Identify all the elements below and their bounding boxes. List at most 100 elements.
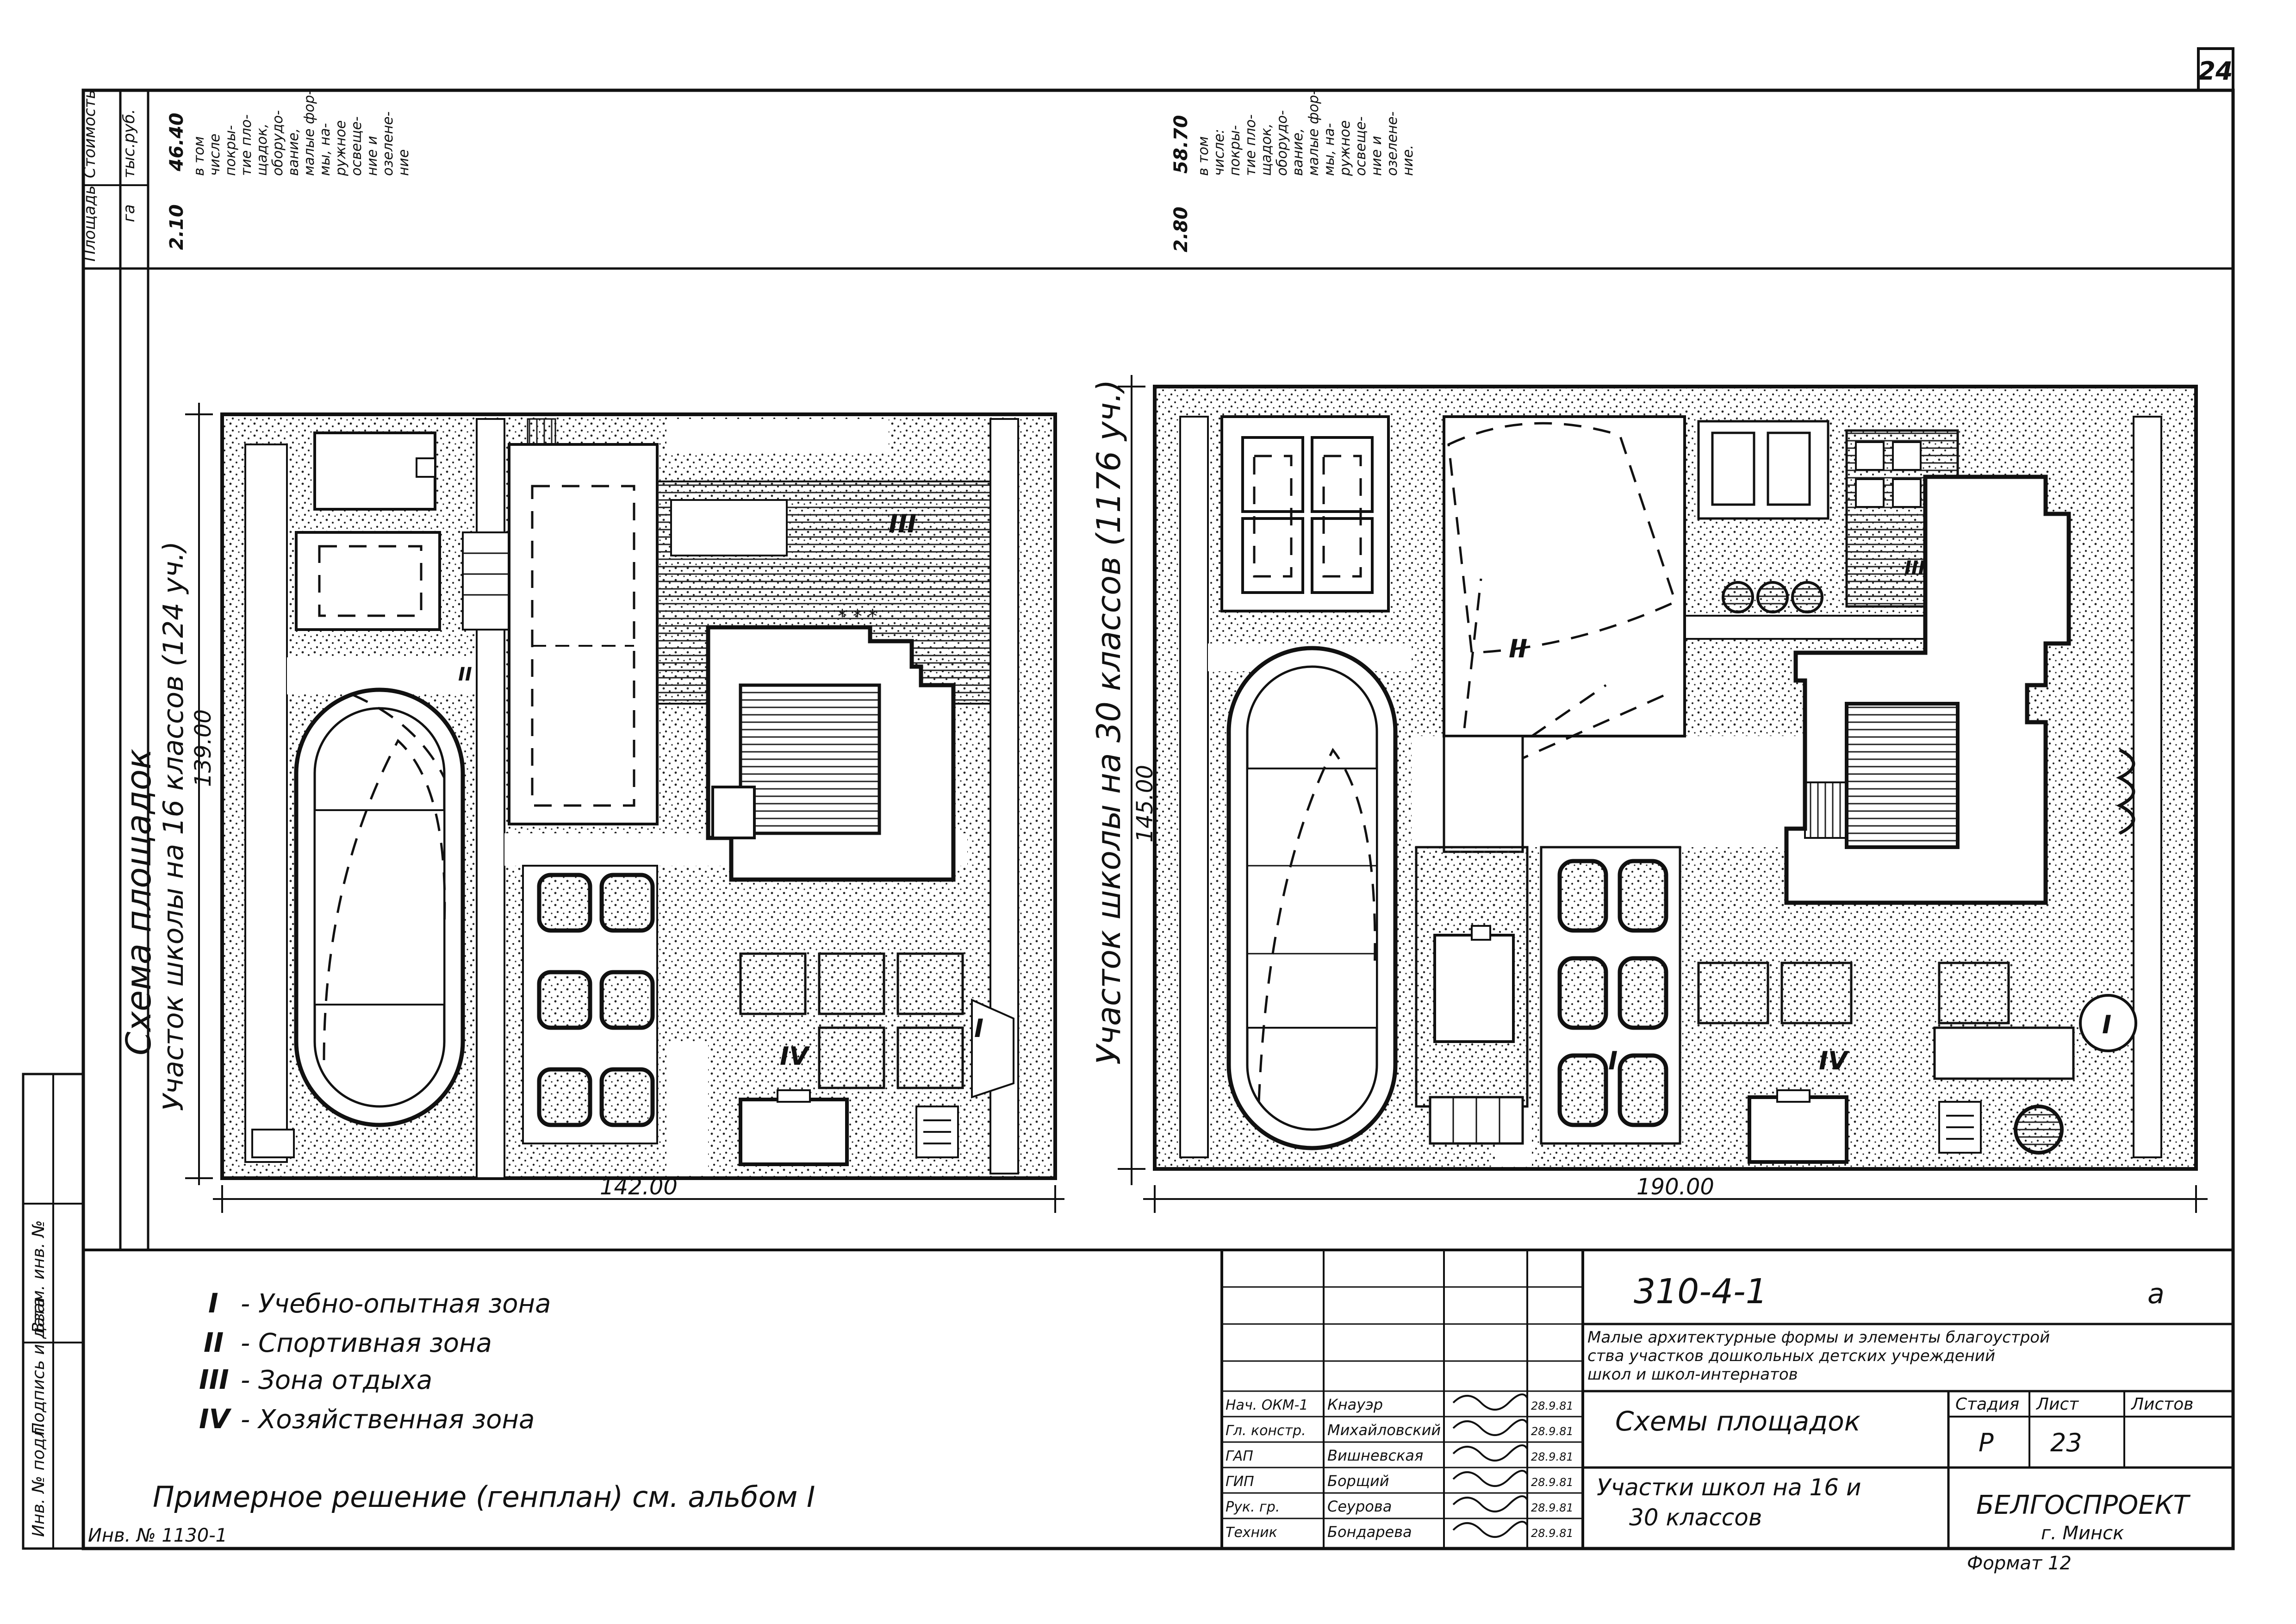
legend-mark-3: III <box>199 1364 229 1395</box>
row2-note-line: вание, <box>1290 128 1306 176</box>
row1-note-line: щадок, <box>254 124 270 176</box>
right-zone-mark-I-inner: I <box>1608 1046 1618 1075</box>
description-line-2: ства участков дошкольных детских учрежде… <box>1587 1347 1995 1365</box>
signature-name: Борщий <box>1327 1472 1389 1490</box>
sheet-subtitle-1: Участки школ на 16 и <box>1597 1474 1861 1501</box>
legend-text-1: - Учебно-опытная зона <box>241 1289 551 1319</box>
row1-note-line: мы, на- <box>317 123 333 176</box>
handwritten-signature <box>1452 1393 1528 1411</box>
row1-note-line: озелене- <box>380 112 396 176</box>
header-cost: Стоимость <box>81 90 99 178</box>
row1-note-line: малые фор- <box>301 90 317 176</box>
legend-mark-4: IV <box>199 1403 232 1435</box>
side-stamp-replace: Взам. инв. № <box>29 1220 48 1333</box>
organization-name: БЕЛГОСПРОЕКТ <box>1976 1490 2190 1520</box>
row2-note-line: ружное <box>1337 120 1353 176</box>
sheet-subtitle-2: 30 классов <box>1629 1504 1762 1531</box>
signature-name: Кнауэр <box>1327 1396 1383 1413</box>
header-area-unit: га <box>120 204 138 222</box>
row2-area: 2.80 <box>1170 206 1192 252</box>
row2-note-line: щадок, <box>1258 124 1275 176</box>
signature-date: 28.9.81 <box>1531 1399 1574 1412</box>
row2-note-line: озелене- <box>1384 112 1400 176</box>
title-block: 310-4-1 а Малые архитектурные формы и эл… <box>1220 1249 2234 1574</box>
side-stamp-sign: Подпись и дата <box>29 1297 48 1435</box>
handwritten-signature <box>1452 1419 1528 1436</box>
side-stamp: Инв. № подл. Подпись и дата Взам. инв. № <box>22 1073 85 1550</box>
row2-note-line: малые фор- <box>1306 90 1322 176</box>
row1-cost: 46.40 <box>166 112 187 172</box>
left-dimensions: 142.00 <box>185 403 1064 1213</box>
left-zone-mark-II: II <box>458 664 472 685</box>
description-line-1: Малые архитектурные формы и элементы бла… <box>1587 1328 2050 1347</box>
signature-role: ГАП <box>1226 1448 1253 1464</box>
left-building-stars: * * * <box>838 606 877 627</box>
signature-name: Михайловский <box>1327 1421 1441 1439</box>
row2-note-line: ние. <box>1400 145 1416 176</box>
inventory-number: Инв. № 1130-1 <box>88 1525 227 1546</box>
row2-note-line: мы, на- <box>1321 123 1338 176</box>
header-cost-unit: тыс.руб. <box>120 109 138 178</box>
description-line-3: школ и школ-интернатов <box>1587 1365 1798 1384</box>
format-label: Формат 12 <box>1967 1553 2072 1574</box>
row2-cost: 58.70 <box>1170 115 1192 174</box>
right-zone-mark-III: III <box>1904 557 1925 579</box>
cost-table: Площадь га Стоимость тыс.руб. 2.10 46.40… <box>81 90 1416 262</box>
left-zone-mark-III: III <box>889 509 916 538</box>
left-site-plan: III * * * II IV I <box>220 412 1057 1180</box>
signature-role: Техник <box>1226 1524 1277 1541</box>
side-stamp-inv: Инв. № подл. <box>29 1422 48 1537</box>
row1-note-line: ние <box>396 149 412 176</box>
left-width-label: 142.00 <box>600 1174 678 1200</box>
right-zone-mark-I: I <box>2102 1010 2111 1039</box>
right-zone-mark-II: II <box>1509 634 1527 663</box>
left-plan-caption: Участок школы на 16 классов (124 уч.) <box>157 541 190 1111</box>
sheet-title: Схемы площадок <box>1615 1405 1860 1437</box>
signature-date: 28.9.81 <box>1531 1476 1574 1489</box>
left-zone-mark-IV: IV <box>780 1042 810 1071</box>
row2-note-line: ние и <box>1369 136 1385 176</box>
row1-note-line: покры- <box>223 125 239 176</box>
left-zone-mark-I: I <box>974 1014 983 1043</box>
header-area: Площадь <box>81 185 99 262</box>
row2-note-line: числе: <box>1211 129 1227 176</box>
plans-heading: Схема площадок <box>119 749 159 1056</box>
signature-date: 28.9.81 <box>1531 1501 1574 1514</box>
row1-area: 2.10 <box>166 204 187 250</box>
signature-role: Нач. ОКМ-1 <box>1226 1397 1308 1413</box>
row1-note-line: вание, <box>286 128 302 176</box>
page-number-box <box>2197 47 2234 92</box>
row2-note-line: в том <box>1195 136 1212 176</box>
row1-note-line: оборудо- <box>270 110 286 176</box>
row2-note-line: освеще- <box>1353 116 1369 176</box>
sheet-header: Лист <box>2035 1395 2079 1414</box>
row1-note-line: в том <box>191 136 207 176</box>
sheet-value: 23 <box>2050 1428 2082 1457</box>
handwritten-signature <box>1452 1521 1528 1538</box>
signature-name: Сеурова <box>1327 1498 1392 1515</box>
right-dimensions: 190.00 <box>1118 375 2208 1213</box>
legend-text-2: - Спортивная зона <box>241 1328 492 1358</box>
signature-date: 28.9.81 <box>1531 1450 1574 1463</box>
signature-name: Бондарева <box>1327 1523 1412 1541</box>
row2-note-line: покры- <box>1227 125 1243 176</box>
handwritten-signature <box>1452 1495 1528 1512</box>
page-number: 24 <box>2198 56 2233 86</box>
legend-mark-1: I <box>208 1287 218 1319</box>
row1-note-line: ружное <box>333 120 349 176</box>
legend-note: Примерное решение (генплан) см. альбом I <box>153 1480 815 1514</box>
signature-role: Гл. констр. <box>1226 1423 1306 1439</box>
signature-date: 28.9.81 <box>1531 1527 1574 1540</box>
drawing-code: 310-4-1 <box>1634 1272 1767 1312</box>
signature-role: Рук. гр. <box>1226 1499 1280 1515</box>
legend-text-3: - Зона отдыха <box>241 1365 432 1395</box>
signature-date: 28.9.81 <box>1531 1425 1574 1438</box>
handwritten-signature <box>1452 1444 1528 1462</box>
signature-role: ГИП <box>1226 1474 1254 1490</box>
row1-note-line: тие пло- <box>238 114 255 176</box>
right-zone-mark-IV: IV <box>1819 1046 1849 1075</box>
